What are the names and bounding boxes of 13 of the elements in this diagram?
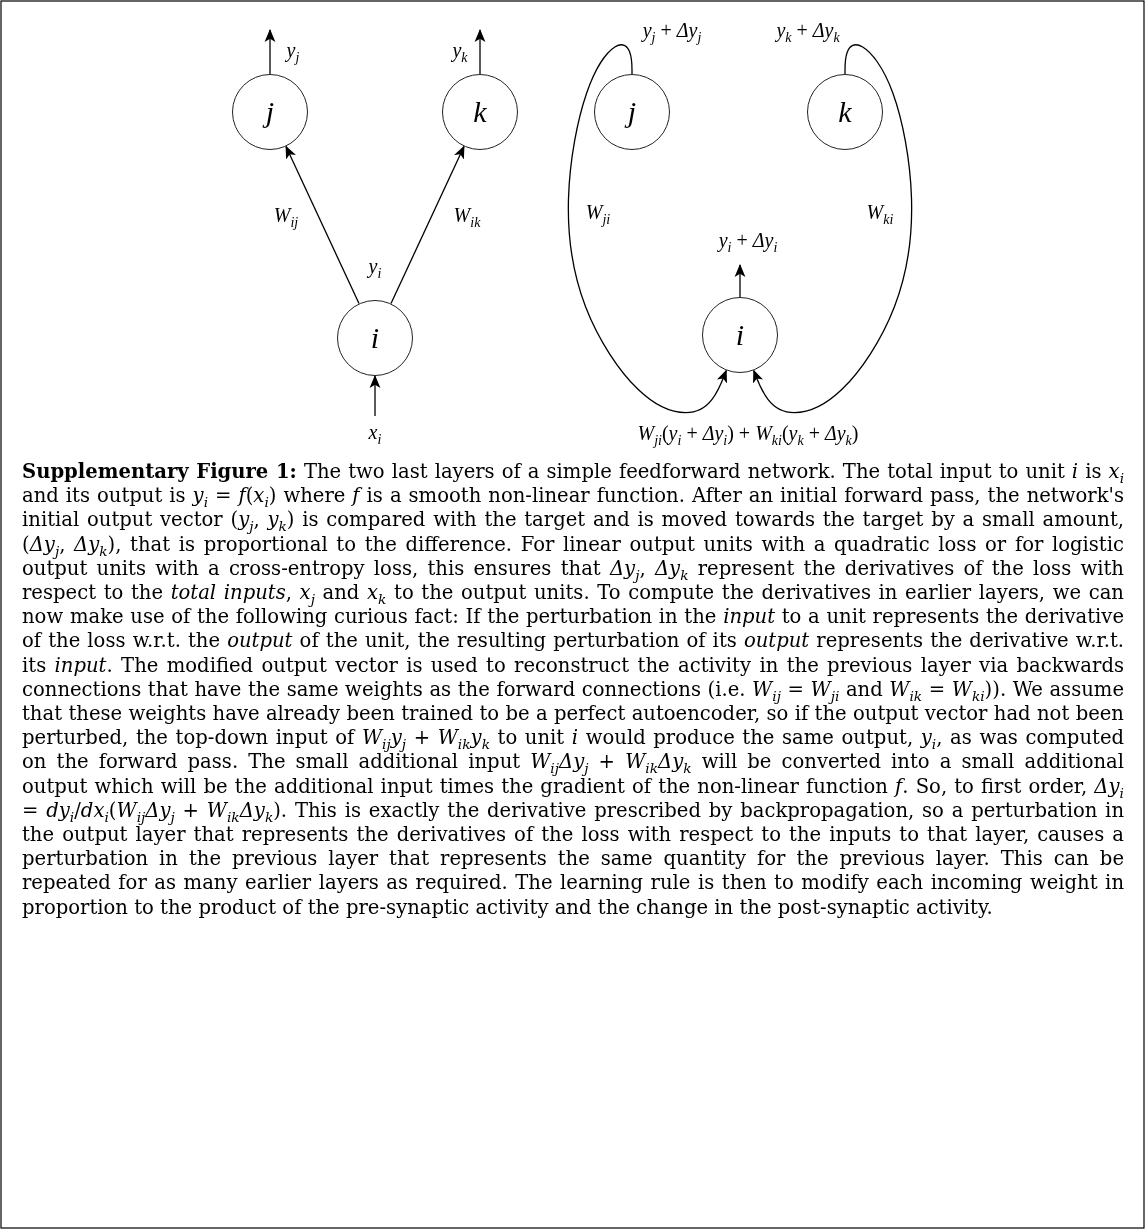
arrow <box>369 374 381 417</box>
arrow <box>474 28 486 75</box>
unit-label: i <box>735 320 745 350</box>
unit-label: k <box>473 97 487 127</box>
arrow <box>264 28 276 75</box>
caption-paragraph: Supplementary Figure 1: The two last layers of a simple feedforward network. The total input to unit i is x$_{i}$ and its output is y$_{i}$ = f(x$_{i}$) where f is a smooth non-linear function. After an initial forward pass, the network's initial output vector (y$_{j}$, y$_{k}$) is compared with the target and is moved towards the target by a small amount, (Δy$_{j}$, Δy$_{k}$), that is proportional to the difference. For linear output units with a quadratic loss or for logistic output units with a cross-entropy loss, this ensures that Δy$_{j}$, Δy$_{k}$ represent the derivatives of the loss with respect to the total inputs, x$_{j}$ and x$_{k}$ to the output units. To compute the derivatives in earlier layers, we can now make use of the following curious fact: If the perturbation in the input to a unit represents the derivative of the loss w.r.t. the output of the unit, the resulting perturbation of its output represents the derivative w.r.t. its input. The modified output vector is used to reconstruct the activity in the previous layer via backwards connections that have the same weights as the forward connections (i.e. W$_{ij}$ = W$_{ji}$ and W$_{ik}$ = W$_{ki}$)). We assume that these weights have already been trained to be a perfect autoencoder, so if the output vector had not been perturbed, the top-down input of W$_{ij}$y$_{j}$ + W$_{ik}$y$_{k}$ to unit i would produce the same output, y$_{i}$, as was computed on the forward pass. The small additional input W$_{ij}$Δy$_{j}$ + W$_{ik}$Δy$_{k}$ will be converted into a small additional output which will be the additional input times the gradient of the non-linear function f. So, to first order, Δy$_{i}$ = dy$_{i}$/dx$_{i}$(W$_{ij}$Δy$_{j}$ + W$_{ik}$Δy$_{k}$). This is exactly the derivative prescribed by backpropagation, so a perturbation in the output layer that represents the derivatives of the loss with respect to the inputs to that layer, causes a perturbation in the previous layer that represents the same quantity for the previous layer. This can be repeated for as many earlier layers as required. The learning rule is then to modify each incoming weight in proportion to the product of the pre-synaptic activity and the change in the post-synaptic activity. <box>22 460 1124 920</box>
unit-label: i <box>370 323 380 353</box>
arrow <box>753 44 913 414</box>
arrow <box>734 263 746 298</box>
unit-label: k <box>838 97 852 127</box>
arrow <box>390 145 465 305</box>
arrow <box>285 145 360 305</box>
arrow <box>567 44 727 414</box>
